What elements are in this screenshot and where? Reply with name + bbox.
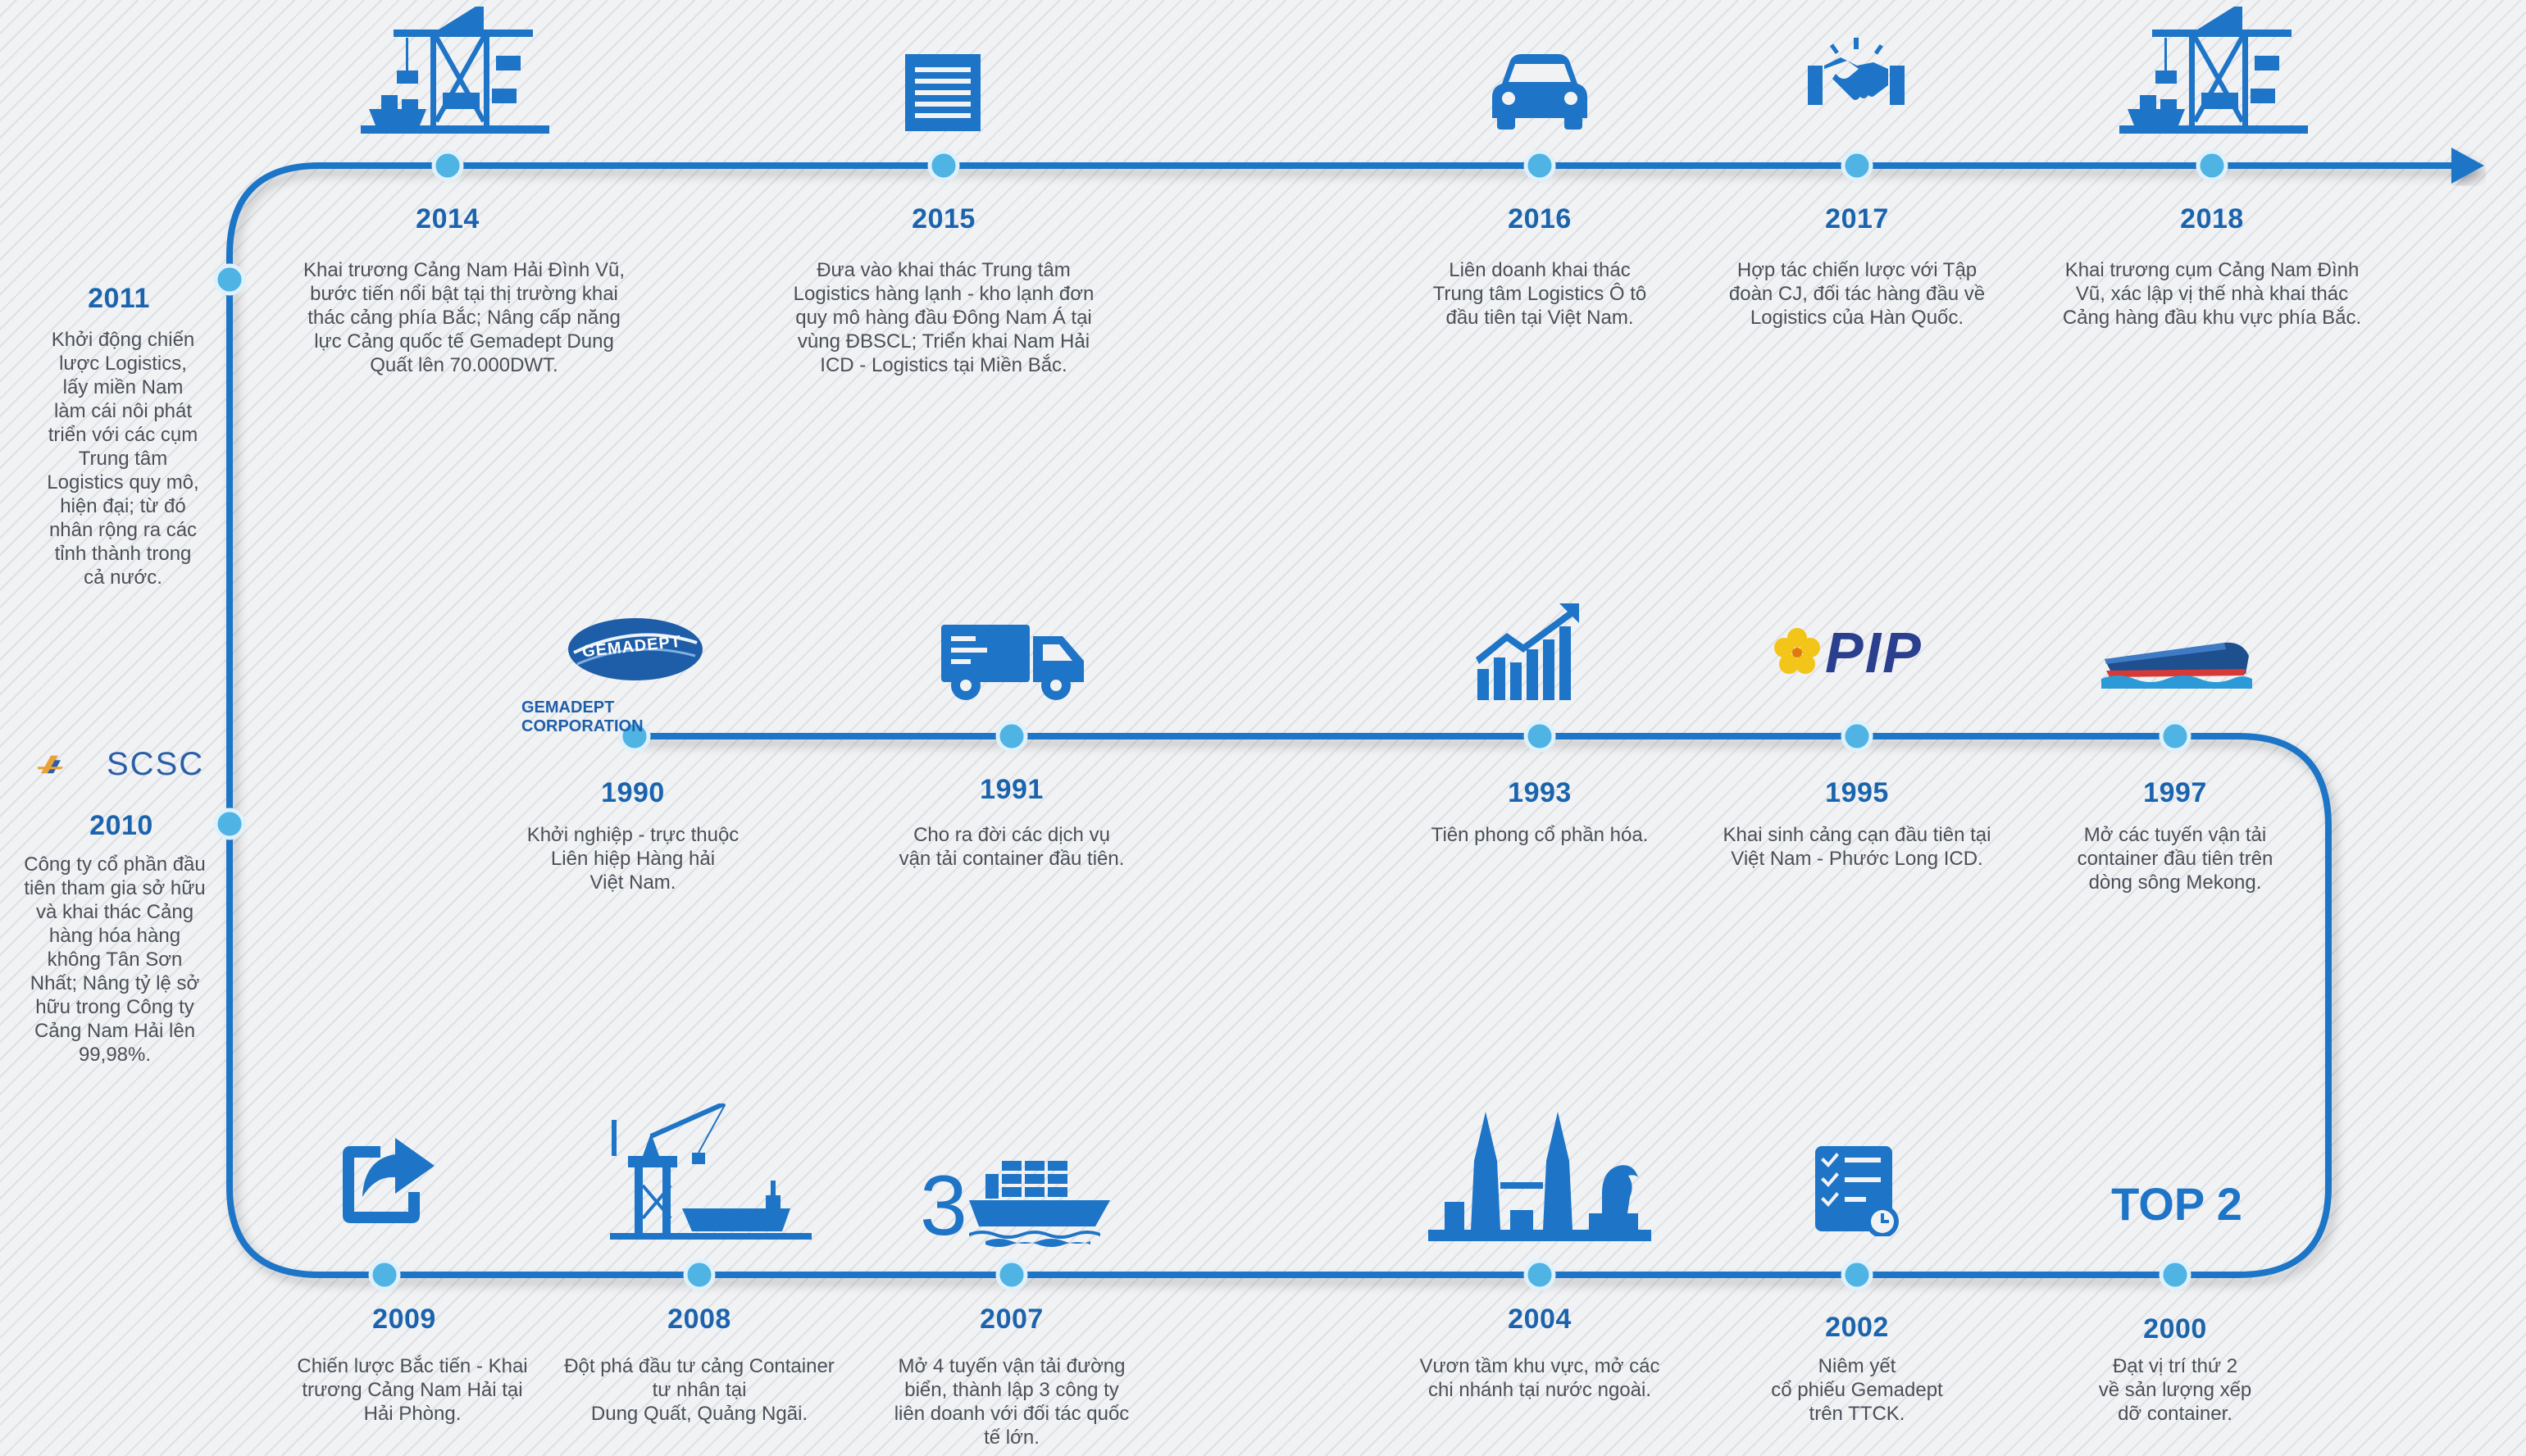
milestone-description: Liên doanh khai thác Trung tâm Logistics… <box>1432 259 1647 329</box>
milestone-description: Khai trương Cảng Nam Hải Đình Vũ, bước t… <box>303 259 625 376</box>
node-2009 <box>368 1258 401 1291</box>
node-2016 <box>1523 149 1556 182</box>
year-label: 2004 <box>1508 1304 1572 1335</box>
milestone-description: Niêm yết cổ phiếu Gemadept trên TTCK. <box>1771 1355 1943 1425</box>
milestone-description: Đạt vị trí thứ 2 về sản lượng xếp dỡ con… <box>2098 1355 2252 1425</box>
node-2014 <box>431 149 464 182</box>
car-icon <box>1492 54 1587 130</box>
pip-logo-text: PIP <box>1825 621 1923 685</box>
port-crane-ship-icon <box>361 7 549 138</box>
year-label: 1997 <box>2143 777 2207 808</box>
cold-storage-icon <box>905 54 981 131</box>
gemadept-caption: GEMADEPT CORPORATION <box>521 698 644 735</box>
year-label: 2015 <box>912 203 976 234</box>
three-container-ships-icon: 3 <box>920 1158 1110 1248</box>
harbor-crane-ship-icon <box>610 1103 812 1246</box>
svg-text:3: 3 <box>920 1158 967 1248</box>
year-label: 1995 <box>1825 777 1889 808</box>
milestone-description: Cho ra đời các dịch vụ vận tải container… <box>899 824 1125 870</box>
milestone-description: Chiến lược Bắc tiến - Khai trương Cảng N… <box>297 1355 528 1425</box>
year-label: 2000 <box>2143 1313 2207 1345</box>
year-label: 2008 <box>667 1304 731 1335</box>
milestone-description: Hợp tác chiến lược với Tập đoàn CJ, đối … <box>1728 259 1986 329</box>
year-label: 2002 <box>1825 1312 1889 1343</box>
handshake-icon <box>1808 33 1905 115</box>
milestone-description: Mở các tuyến vận tải container đầu tiên … <box>2077 824 2273 894</box>
pip-logo: PIP <box>1773 621 1937 685</box>
milestone-description: Đột phá đầu tư cảng Container tư nhân tạ… <box>564 1355 835 1425</box>
year-label: 2014 <box>416 203 480 234</box>
share-arrow-icon <box>343 1138 435 1223</box>
milestone-description: Khai sinh cảng cạn đầu tiên tại Việt Nam… <box>1723 824 1991 870</box>
node-2010 <box>213 808 246 840</box>
growth-chart-icon <box>1474 603 1581 700</box>
node-2011 <box>213 263 246 296</box>
port-crane-ship-icon <box>2119 7 2308 138</box>
milestone-description: Khởi nghiệp - trực thuộc Liên hiệp Hàng … <box>526 824 740 894</box>
node-2015 <box>927 149 960 182</box>
node-1997 <box>2159 720 2191 753</box>
node-2004 <box>1523 1258 1556 1291</box>
scsc-logo: SCSC <box>38 738 205 790</box>
track-arrowhead <box>2451 148 2484 184</box>
year-label: 2011 <box>88 283 150 314</box>
year-label: 1990 <box>601 777 665 808</box>
scsc-logo-text: SCSC <box>107 746 205 782</box>
milestone-description: Khởi động chiến lược Logistics, lấy miền… <box>47 329 199 589</box>
top2-badge: TOP 2 <box>2111 1178 2242 1230</box>
year-label: 2018 <box>2180 203 2244 234</box>
milestone-description: Vươn tầm khu vực, mở các chi nhánh tại n… <box>1419 1355 1660 1401</box>
node-1993 <box>1523 720 1556 753</box>
year-label: 1993 <box>1508 777 1572 808</box>
year-label: 2010 <box>89 810 153 841</box>
track-segment-top <box>226 162 2471 1278</box>
truck-icon <box>941 625 1084 702</box>
year-label: 1991 <box>980 774 1044 805</box>
node-2007 <box>995 1258 1028 1291</box>
checklist-icon <box>1815 1146 1900 1236</box>
milestone-description: Công ty cổ phần đầu tiên tham gia sở hữu… <box>24 853 206 1066</box>
year-label: 2007 <box>980 1304 1044 1335</box>
milestone-description: Tiên phong cổ phần hóa. <box>1431 824 1649 846</box>
milestone-description: Đưa vào khai thác Trung tâm Logistics hà… <box>793 259 1095 376</box>
regional-landmarks-icon <box>1428 1112 1651 1241</box>
year-label: 2016 <box>1508 203 1572 234</box>
node-2017 <box>1841 149 1873 182</box>
milestone-description: Khai trương cụm Cảng Nam Đình Vũ, xác lậ… <box>2062 259 2362 329</box>
container-ship-icon <box>2101 631 2252 689</box>
year-label: 2009 <box>372 1304 436 1335</box>
node-2002 <box>1841 1258 1873 1291</box>
node-1990 <box>618 720 651 753</box>
node-2018 <box>2196 149 2228 182</box>
node-2000 <box>2159 1258 2191 1291</box>
node-1991 <box>995 720 1028 753</box>
node-2008 <box>683 1258 716 1291</box>
year-label: 2017 <box>1825 203 1889 234</box>
gemadept-logo: GEMADEPT <box>566 617 705 690</box>
node-1995 <box>1841 720 1873 753</box>
milestone-description: Mở 4 tuyến vận tải đường biển, thành lập… <box>894 1355 1130 1449</box>
